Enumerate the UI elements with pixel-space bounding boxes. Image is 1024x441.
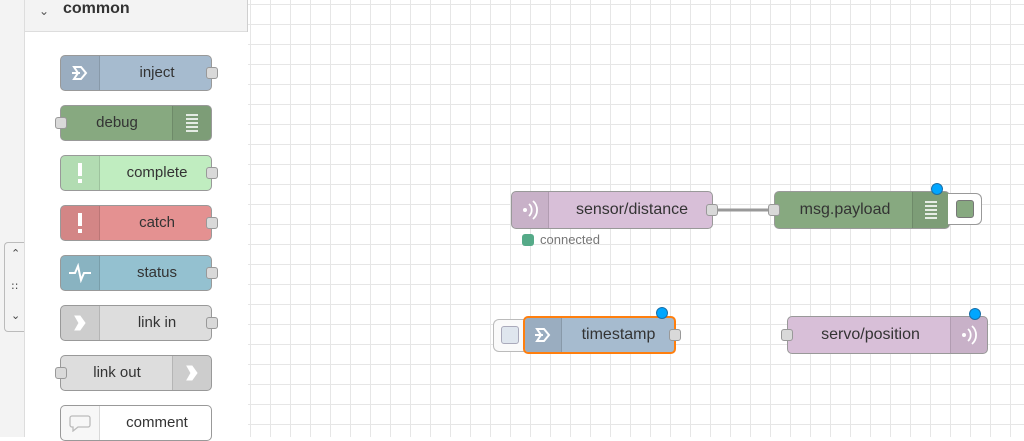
palette-node-complete[interactable]: complete bbox=[60, 155, 212, 191]
drag-dots-icon: :: bbox=[11, 279, 19, 292]
input-port[interactable] bbox=[781, 329, 793, 341]
mqtt-wave-icon bbox=[512, 192, 549, 228]
output-port[interactable] bbox=[669, 329, 681, 341]
palette-node-comment[interactable]: comment bbox=[60, 405, 212, 441]
status-text: connected bbox=[540, 232, 600, 247]
exclamation-icon bbox=[61, 156, 100, 190]
flow-node-sensor-distance[interactable]: sensor/distance bbox=[511, 191, 713, 229]
debug-toggle-button[interactable] bbox=[948, 193, 982, 225]
palette-node-label: link in bbox=[137, 314, 177, 331]
palette-node-catch[interactable]: catch bbox=[60, 205, 212, 241]
flow-node-label: servo/position bbox=[821, 326, 920, 343]
palette-node-status[interactable]: status bbox=[60, 255, 212, 291]
inject-arrow-icon bbox=[525, 318, 562, 352]
palette-category-header[interactable]: ⌄ common bbox=[24, 0, 247, 32]
output-port[interactable] bbox=[206, 217, 218, 229]
changed-indicator bbox=[931, 183, 943, 195]
pulse-icon bbox=[61, 256, 100, 290]
inject-trigger-square bbox=[501, 326, 519, 344]
exclamation-icon bbox=[61, 206, 100, 240]
chevron-up-icon: ⌃ bbox=[11, 247, 21, 260]
changed-indicator bbox=[969, 308, 981, 320]
palette-node-inject[interactable]: inject bbox=[60, 55, 212, 91]
output-port[interactable] bbox=[206, 267, 218, 279]
mqtt-wave-icon bbox=[950, 317, 987, 353]
input-port[interactable] bbox=[55, 117, 67, 129]
link-in-icon bbox=[61, 306, 100, 340]
palette-node-link-in[interactable]: link in bbox=[60, 305, 212, 341]
palette-node-label: comment bbox=[126, 414, 188, 431]
output-port[interactable] bbox=[206, 67, 218, 79]
palette-node-link-out[interactable]: link out bbox=[60, 355, 212, 391]
palette-node-label: debug bbox=[96, 114, 138, 131]
debug-list-icon bbox=[172, 106, 211, 140]
link-out-icon bbox=[172, 356, 211, 390]
output-port[interactable] bbox=[206, 167, 218, 179]
input-port[interactable] bbox=[55, 367, 67, 379]
palette-node-label: inject bbox=[139, 64, 175, 81]
palette-node-label: complete bbox=[126, 164, 188, 181]
chevron-down-icon: ⌄ bbox=[39, 4, 50, 18]
flow-node-msg-payload[interactable]: msg.payload bbox=[774, 191, 950, 229]
palette-node-label: status bbox=[136, 264, 178, 281]
inject-arrow-icon bbox=[61, 56, 100, 90]
flow-node-label: timestamp bbox=[581, 326, 656, 343]
status-indicator bbox=[522, 234, 534, 246]
debug-list-icon bbox=[912, 192, 949, 228]
flow-node-label: msg.payload bbox=[799, 201, 891, 218]
palette-node-debug[interactable]: debug bbox=[60, 105, 212, 141]
flow-wire[interactable] bbox=[712, 204, 778, 216]
input-port[interactable] bbox=[768, 204, 780, 216]
palette-collapse-handle[interactable]: ⌃ :: ⌄ bbox=[4, 242, 26, 332]
inject-trigger-button[interactable] bbox=[493, 319, 527, 352]
output-port[interactable] bbox=[206, 317, 218, 329]
palette-node-label: catch bbox=[139, 214, 175, 231]
flow-node-timestamp[interactable]: timestamp bbox=[523, 316, 676, 354]
output-port[interactable] bbox=[706, 204, 718, 216]
flow-node-servo-position[interactable]: servo/position bbox=[787, 316, 988, 354]
comment-bubble-icon bbox=[61, 406, 100, 440]
debug-toggle-indicator bbox=[956, 200, 974, 218]
palette-node-label: link out bbox=[93, 364, 141, 381]
chevron-down-icon: ⌄ bbox=[11, 309, 21, 322]
palette-category-label: common bbox=[63, 0, 130, 17]
changed-indicator bbox=[656, 307, 668, 319]
flow-node-label: sensor/distance bbox=[575, 201, 689, 218]
